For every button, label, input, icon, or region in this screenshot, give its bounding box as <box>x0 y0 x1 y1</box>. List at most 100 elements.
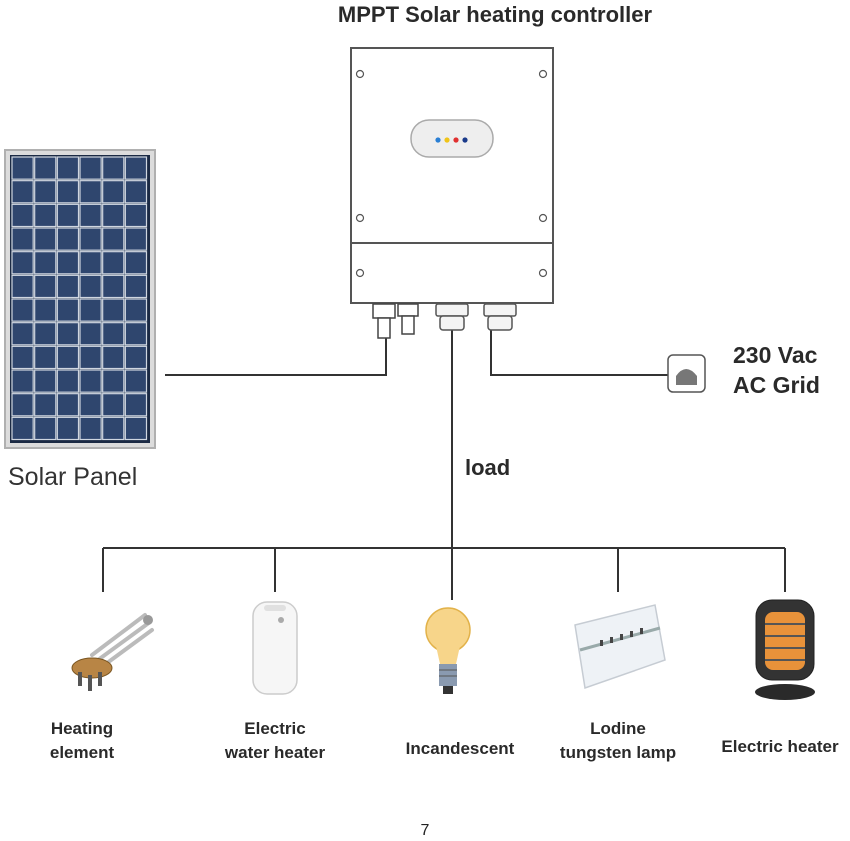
solar-cell <box>102 322 125 346</box>
solar-cell <box>11 227 34 251</box>
solar-cell <box>56 227 80 251</box>
grid-type-label: AC Grid <box>733 372 820 398</box>
solar-cell <box>79 274 102 299</box>
solar-cell <box>34 251 57 275</box>
solar-cell <box>124 416 148 441</box>
solar-cell <box>102 393 125 417</box>
grid-voltage-label: 230 Vac <box>733 342 818 368</box>
solar-cell <box>56 274 80 299</box>
solar-cell <box>11 180 34 204</box>
solar-cell <box>56 251 80 275</box>
solar-cell <box>102 274 125 299</box>
solar-cell <box>34 203 57 228</box>
solar-cell <box>79 203 102 228</box>
solar-cell <box>102 251 125 275</box>
solar-cell <box>56 180 80 204</box>
wiring <box>102 330 786 600</box>
solar-cell <box>102 227 125 251</box>
solar-cell <box>34 393 57 417</box>
solar-cell <box>56 298 80 322</box>
appliance-label-line1: Electric heater <box>721 737 839 756</box>
appliance-label-line2: water heater <box>224 743 326 762</box>
solar-cell <box>124 298 148 322</box>
appliance-label-line1: Electric <box>244 719 306 738</box>
solar-cell <box>102 369 125 393</box>
solar-cell <box>11 369 34 393</box>
solar-cell <box>79 227 102 251</box>
solar-cell <box>124 369 148 393</box>
solar-cell <box>124 393 148 417</box>
solar-cell <box>79 345 102 370</box>
dc-input-connectors <box>372 303 419 339</box>
appliance-label-line1: Lodine <box>590 719 646 738</box>
solar-cell <box>124 274 148 299</box>
solar-cell <box>124 345 148 370</box>
solar-cell <box>11 393 34 417</box>
solar-cell <box>34 274 57 299</box>
solar-cell <box>79 298 102 322</box>
solar-cell <box>124 251 148 275</box>
solar-cell <box>56 369 80 393</box>
solar-cell <box>124 322 148 346</box>
solar-cell <box>34 345 57 370</box>
light-bulb-icon <box>425 607 471 694</box>
status-led-icon <box>435 137 441 143</box>
controller-box <box>350 47 554 339</box>
solar-cell <box>79 156 102 180</box>
solar-cell <box>34 416 57 441</box>
solar-cell <box>34 322 57 346</box>
solar-cell <box>34 298 57 322</box>
page-number: 7 <box>420 822 430 839</box>
solar-panel-icon <box>4 149 156 449</box>
solar-cell <box>11 298 34 322</box>
solar-cell <box>34 227 57 251</box>
solar-cell <box>11 156 34 180</box>
diagram-title: MPPT Solar heating controller <box>337 2 653 27</box>
solar-cell <box>79 416 102 441</box>
solar-cell <box>56 156 80 180</box>
solar-cell <box>11 345 34 370</box>
appliance-label-line2: tungsten lamp <box>559 743 677 762</box>
solar-cell <box>102 156 125 180</box>
appliance-label: Electric heater <box>712 735 848 759</box>
status-led-icon <box>462 137 468 143</box>
heating-element-icon <box>71 613 154 691</box>
solar-cell <box>124 180 148 204</box>
solar-cell <box>34 369 57 393</box>
solar-cell <box>102 203 125 228</box>
solar-cell <box>56 416 80 441</box>
solar-cell <box>34 180 57 204</box>
solar-cell <box>79 251 102 275</box>
solar-cell <box>79 180 102 204</box>
appliance-label-line1: Heating <box>50 719 114 738</box>
controller-to-grid-wire <box>490 330 668 376</box>
water-heater-icon <box>252 601 298 695</box>
appliance-label-line2: element <box>49 743 115 762</box>
cable-glands <box>435 303 517 331</box>
solar-cell <box>79 393 102 417</box>
solar-cell <box>124 203 148 228</box>
solar-cell <box>11 251 34 275</box>
appliance-label: Incandescent <box>390 737 530 761</box>
solar-cell <box>56 345 80 370</box>
appliance-label: Electric water heater <box>205 717 345 765</box>
solar-cell <box>11 274 34 299</box>
appliance-label: Lodine tungsten lamp <box>545 717 691 765</box>
status-led-icon <box>453 137 459 143</box>
load-label: load <box>465 455 511 480</box>
solar-cell <box>102 180 125 204</box>
solar-cell <box>56 203 80 228</box>
appliance-label-line1: Incandescent <box>405 739 515 758</box>
solar-cell <box>56 322 80 346</box>
panel-to-controller-wire <box>165 338 387 376</box>
solar-panel-label: Solar Panel <box>8 463 138 491</box>
solar-cell <box>102 345 125 370</box>
status-led-icon <box>444 137 450 143</box>
solar-cell <box>102 298 125 322</box>
appliance-label: Heating element <box>30 717 134 765</box>
solar-cell <box>11 416 34 441</box>
solar-cell <box>56 393 80 417</box>
grid-label: 230 Vac AC Grid <box>733 340 820 400</box>
indicator-panel <box>410 119 494 158</box>
